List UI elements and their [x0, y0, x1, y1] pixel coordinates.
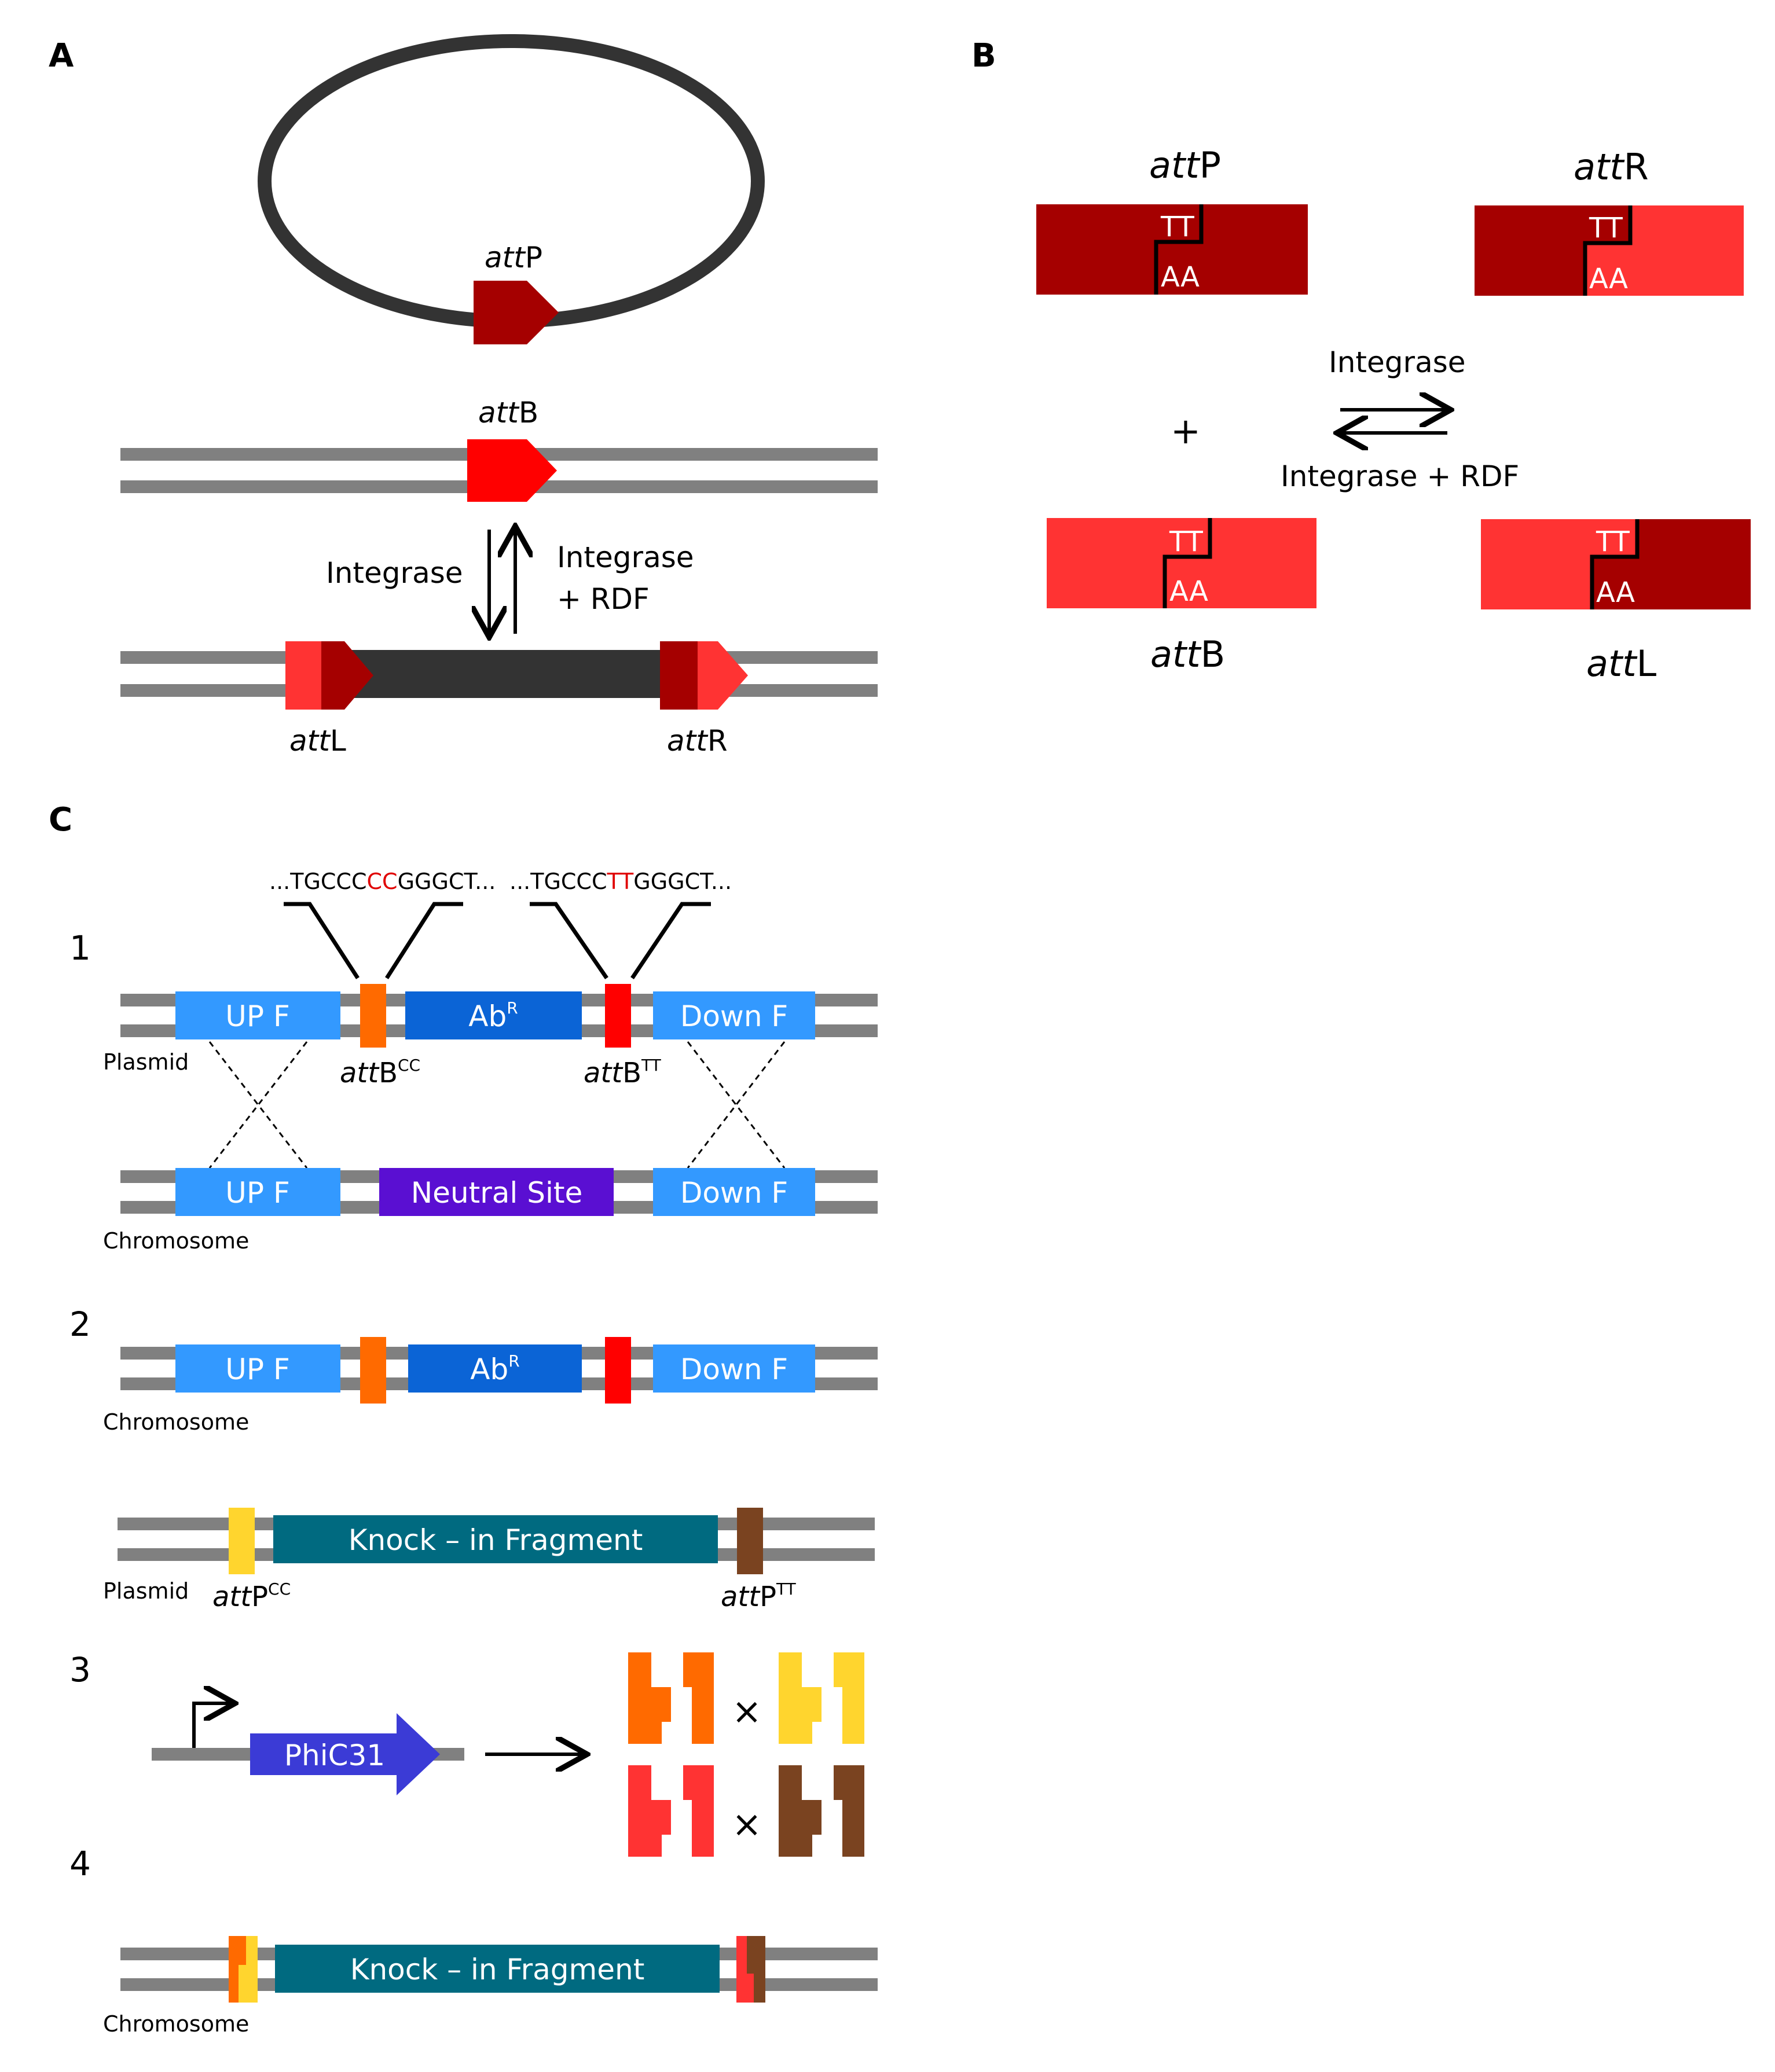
svg-text:UP F: UP F	[225, 1353, 289, 1386]
attr-top-seq: TT	[1589, 212, 1623, 244]
attr-bottom-seq: AA	[1589, 263, 1628, 295]
panel-c-label: C	[49, 801, 72, 839]
step1-plasmid-label: Plasmid	[103, 1049, 189, 1075]
step1-chrom-up-flank: UP F	[175, 1168, 340, 1216]
attl-block: TT AA	[1481, 519, 1751, 609]
attp-tt-label: attPTT	[721, 1579, 797, 1613]
attp-tt-site	[737, 1508, 763, 1574]
step-2-number: 2	[69, 1305, 91, 1344]
homologous-recombination-crossovers	[208, 1041, 786, 1169]
attp-cc-label: attPCC	[212, 1579, 291, 1613]
step2-up-flank: UP F	[175, 1344, 340, 1393]
attl-label-a: attL	[289, 724, 346, 758]
attb-cc-callout-right	[385, 902, 463, 979]
svg-text:Knock – in Fragment: Knock – in Fragment	[350, 1953, 645, 1986]
attb-tt-callout-right	[630, 902, 711, 979]
knockin-fragment-plasmid: Knock – in Fragment	[273, 1515, 718, 1563]
svg-text:AbR: AbR	[468, 998, 518, 1033]
attr-site	[660, 641, 748, 710]
integrase-rdf-label-a-line2: + RDF	[557, 582, 650, 616]
attb-arrow	[467, 439, 557, 502]
step1-attb-cc-label: attBCC	[340, 1056, 420, 1089]
svg-text:PhiC31: PhiC31	[284, 1739, 385, 1772]
svg-text:Knock – in Fragment: Knock – in Fragment	[349, 1523, 643, 1557]
step2-antibiotic-marker: AbR	[408, 1344, 582, 1393]
attl-bottom-seq: AA	[1596, 576, 1635, 609]
attb-bottom-seq: AA	[1169, 575, 1208, 608]
step1-antibiotic-marker: AbR	[405, 991, 582, 1039]
integrase-rdf-label-a-line1: Integrase	[557, 541, 694, 574]
attb-cc-callout-left	[284, 902, 360, 979]
svg-text:Down F: Down F	[680, 1353, 788, 1386]
panel-a-label: A	[49, 37, 74, 75]
svg-text:Down F: Down F	[680, 1000, 788, 1033]
step-4-number: 4	[69, 1844, 91, 1883]
attl-top-seq: TT	[1596, 526, 1630, 558]
hybrid-site-right	[736, 1936, 765, 2003]
pair-tt-brown	[779, 1765, 864, 1857]
attp-cc-site	[229, 1508, 255, 1574]
attp-arrow	[474, 281, 559, 344]
attp-label: attP	[485, 241, 542, 274]
svg-text:AbR: AbR	[470, 1351, 519, 1386]
attb-label: attB	[478, 396, 538, 429]
attb-tt-sequence: ...TGCCCTTGGGCT...	[509, 869, 732, 894]
integrase-label-b: Integrase	[1329, 346, 1466, 379]
integrase-label-a: Integrase	[326, 556, 463, 590]
step1-attb-cc	[360, 984, 386, 1048]
step2-down-flank: Down F	[653, 1344, 815, 1393]
knockin-plasmid-label: Plasmid	[103, 1578, 189, 1604]
svg-text:UP F: UP F	[225, 1176, 289, 1210]
step1-chromosome-label: Chromosome	[103, 1228, 249, 1254]
step1-attb-tt	[605, 984, 631, 1048]
hybrid-site-left	[229, 1936, 258, 2003]
phage-plasmid-ring	[258, 34, 765, 328]
svg-text:Down F: Down F	[680, 1176, 788, 1210]
cross-sign-2: ×	[732, 1803, 762, 1845]
svg-text:Neutral Site: Neutral Site	[411, 1176, 582, 1210]
attl-site	[285, 641, 373, 710]
pair-cc-yellow	[779, 1652, 864, 1744]
knockin-fragment-integrated: Knock – in Fragment	[275, 1945, 720, 1993]
attp-top-seq: TT	[1160, 211, 1194, 243]
attr-block: TT AA	[1475, 205, 1744, 296]
step2-chromosome-label: Chromosome	[103, 1409, 249, 1435]
step1-down-flank: Down F	[653, 991, 815, 1039]
attb-top-seq: TT	[1169, 526, 1203, 558]
plus-sign: +	[1171, 410, 1201, 452]
panel-b-label: B	[971, 37, 996, 75]
integrated-chromosome	[120, 650, 878, 698]
attb-cc-sequence: ...TGCCCCCGGGCT...	[269, 869, 496, 894]
pair-cc-orange	[628, 1652, 714, 1744]
step1-attb-tt-label: attBTT	[584, 1056, 662, 1089]
attr-label-a: attR	[667, 724, 728, 758]
step-3-number: 3	[69, 1650, 91, 1689]
cross-sign-1: ×	[732, 1690, 762, 1732]
attb-tt-callout-left	[530, 902, 608, 979]
attb-block: TT AA	[1047, 518, 1316, 608]
step2-attb-cc	[360, 1337, 386, 1404]
final-chromosome-label: Chromosome	[103, 2011, 249, 2037]
attb-label-b: attB	[1150, 633, 1225, 675]
pair-tt-red	[628, 1765, 714, 1857]
attp-label-b: attP	[1149, 144, 1221, 186]
step1-up-flank: UP F	[175, 991, 340, 1039]
phic31-gene: PhiC31	[250, 1713, 440, 1795]
svg-text:UP F: UP F	[225, 1000, 289, 1033]
attl-label-b: attL	[1586, 642, 1657, 685]
integrase-rdf-label-b: Integrase + RDF	[1281, 460, 1519, 493]
attp-bottom-seq: AA	[1161, 261, 1200, 293]
step2-attb-tt	[605, 1337, 631, 1404]
attp-block: TT AA	[1036, 204, 1308, 295]
promoter-arrow	[192, 1703, 232, 1748]
step-1-number: 1	[69, 928, 91, 968]
step1-chrom-down-flank: Down F	[653, 1168, 815, 1216]
attr-label-b: attR	[1574, 146, 1649, 188]
neutral-site: Neutral Site	[379, 1168, 614, 1216]
